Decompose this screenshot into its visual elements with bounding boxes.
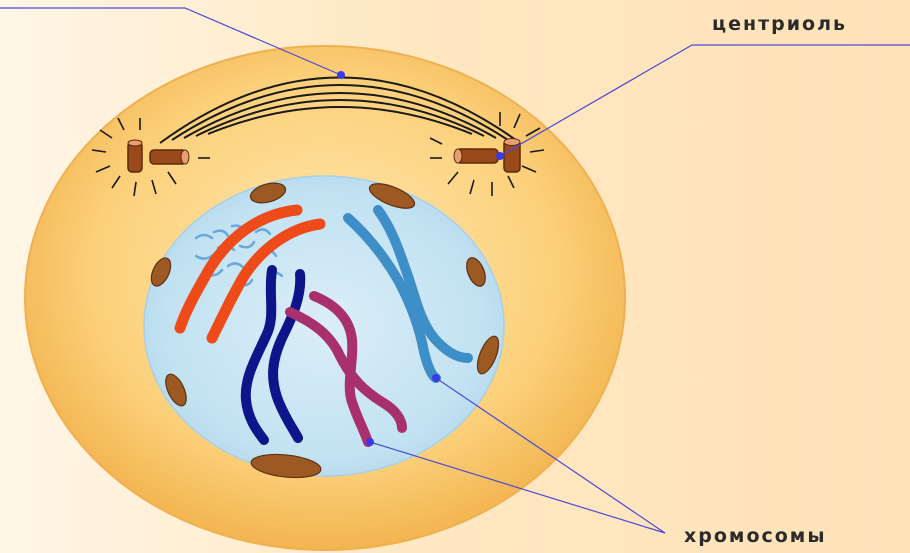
centriole-label: центриоль [712,13,847,35]
chromosomes-label: хромосомы [684,525,827,547]
centriole-pointer-line [500,45,910,156]
